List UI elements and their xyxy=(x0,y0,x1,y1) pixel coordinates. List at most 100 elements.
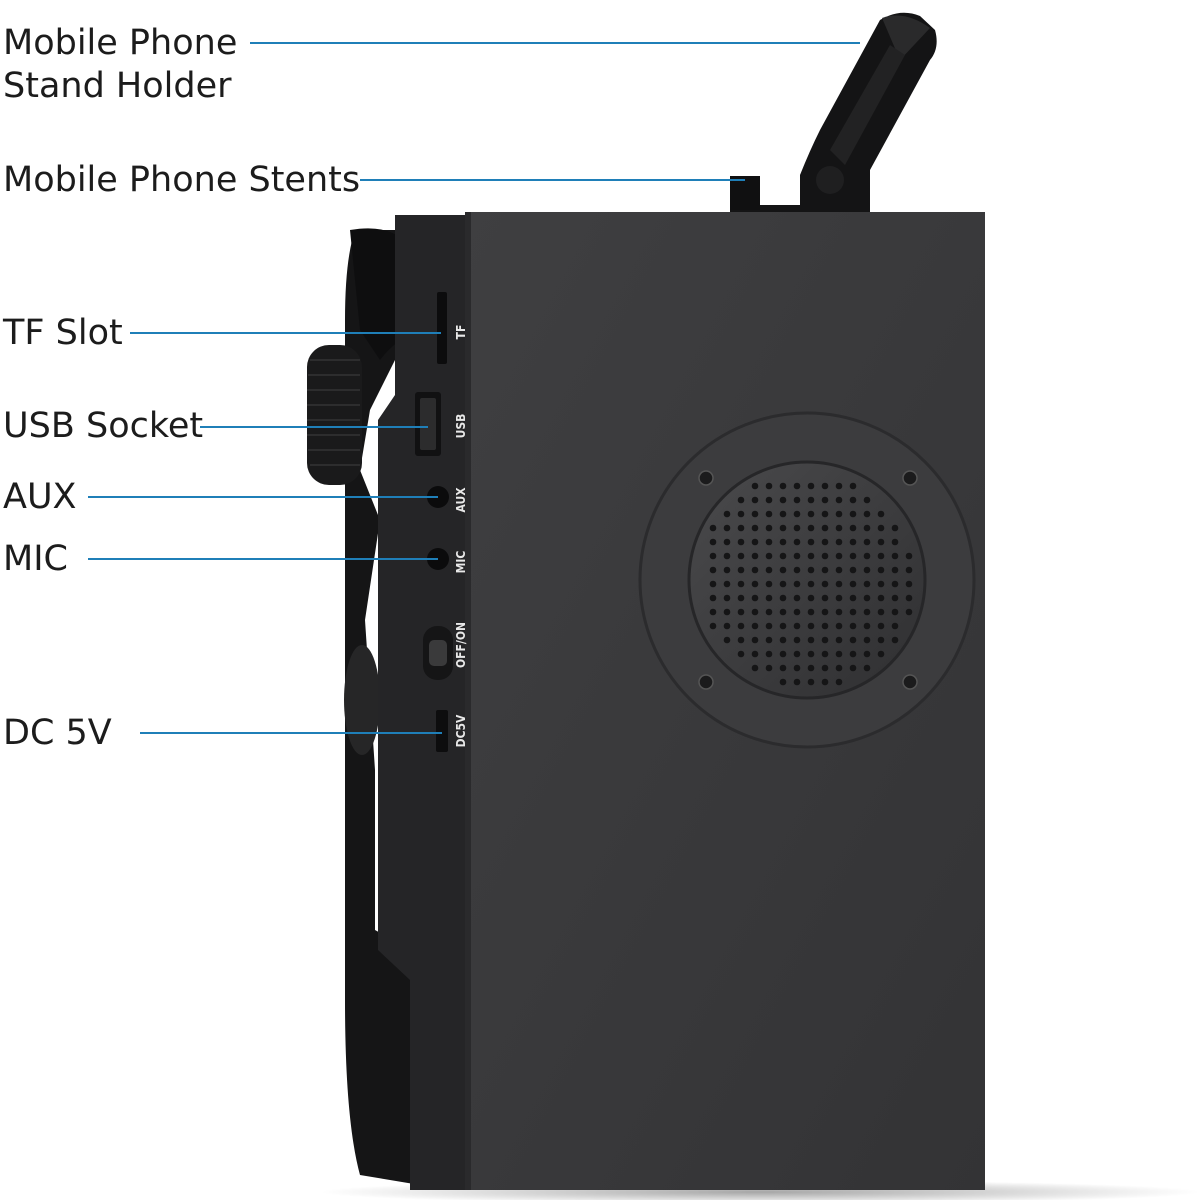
grille-hole xyxy=(779,482,787,490)
grille-hole xyxy=(765,538,773,546)
grille-hole xyxy=(807,538,815,546)
grille-hole xyxy=(863,622,871,630)
grille-hole xyxy=(779,538,787,546)
grille-hole xyxy=(709,580,717,588)
grille-hole xyxy=(751,608,759,616)
grille-hole xyxy=(765,650,773,658)
grille-hole xyxy=(877,594,885,602)
grille-hole xyxy=(807,510,815,518)
aux-marking: AUX xyxy=(454,487,468,513)
grille-hole xyxy=(891,524,899,532)
grille-hole xyxy=(835,524,843,532)
grille-hole xyxy=(891,608,899,616)
grille-hole xyxy=(751,524,759,532)
grille-hole xyxy=(779,608,787,616)
grille-hole xyxy=(765,524,773,532)
grille-hole xyxy=(751,650,759,658)
grille-hole xyxy=(793,496,801,504)
grille-hole xyxy=(807,636,815,644)
grille-hole xyxy=(737,622,745,630)
mount-screws xyxy=(698,470,918,690)
grille-hole xyxy=(863,650,871,658)
grille-holes xyxy=(709,482,913,686)
grille-hole xyxy=(765,622,773,630)
grille-hole xyxy=(751,664,759,672)
grille-hole xyxy=(751,580,759,588)
grille-hole xyxy=(863,552,871,560)
grille-hole xyxy=(793,678,801,686)
grille-hole xyxy=(891,622,899,630)
grille-hole xyxy=(737,608,745,616)
grille-hole xyxy=(863,524,871,532)
grille-hole xyxy=(877,580,885,588)
grille-hole xyxy=(849,580,857,588)
grille-hole xyxy=(821,622,829,630)
side-shell xyxy=(345,230,430,1185)
grille-hole xyxy=(751,496,759,504)
grille-hole xyxy=(793,580,801,588)
tf-slot xyxy=(437,292,447,364)
grille-hole xyxy=(849,636,857,644)
port-panel xyxy=(378,215,480,1190)
grille-hole xyxy=(835,566,843,574)
grille-hole xyxy=(709,524,717,532)
dc-port xyxy=(436,710,448,752)
grille-hole xyxy=(877,510,885,518)
grille-hole xyxy=(807,566,815,574)
grille-hole xyxy=(821,664,829,672)
grille-hole xyxy=(779,622,787,630)
grille-hole xyxy=(765,496,773,504)
grille-hole xyxy=(751,510,759,518)
grille-hole xyxy=(793,650,801,658)
grille-hole xyxy=(891,636,899,644)
grille-hole xyxy=(877,636,885,644)
grille-hole xyxy=(723,594,731,602)
grille-hole xyxy=(723,524,731,532)
grille-hole xyxy=(793,566,801,574)
grille-hole xyxy=(821,552,829,560)
grille-hole xyxy=(891,538,899,546)
grille-hole xyxy=(891,580,899,588)
grille-hole xyxy=(821,482,829,490)
grille-hole xyxy=(737,496,745,504)
grille-hole xyxy=(779,678,787,686)
grille-hole xyxy=(835,552,843,560)
grille-hole xyxy=(835,510,843,518)
grille-hole xyxy=(793,482,801,490)
grille-hole xyxy=(709,594,717,602)
grille-hole xyxy=(835,496,843,504)
grille-hole xyxy=(821,594,829,602)
grille-hole xyxy=(779,580,787,588)
mic-marking: MIC xyxy=(454,551,468,574)
grille-hole xyxy=(863,594,871,602)
grille-hole xyxy=(793,538,801,546)
label-stand-holder-line2: Stand Holder xyxy=(3,66,232,106)
grille-hole xyxy=(779,664,787,672)
grille-hole xyxy=(751,552,759,560)
grille-hole xyxy=(751,594,759,602)
grille-hole xyxy=(807,552,815,560)
grille-hole xyxy=(863,566,871,574)
grille-hole xyxy=(835,594,843,602)
label-tf-slot: TF Slot xyxy=(3,313,123,353)
grille-hole xyxy=(751,538,759,546)
grille-hole xyxy=(849,566,857,574)
grille-hole xyxy=(877,608,885,616)
grille-hole xyxy=(807,608,815,616)
grille-hole xyxy=(779,566,787,574)
label-dc: DC 5V xyxy=(3,713,112,753)
grille-hole xyxy=(723,552,731,560)
grille-hole xyxy=(821,496,829,504)
grille-hole xyxy=(793,664,801,672)
grille-hole xyxy=(821,524,829,532)
grille-hole xyxy=(877,538,885,546)
grille-hole xyxy=(765,580,773,588)
grille-hole xyxy=(821,608,829,616)
grille-hole xyxy=(807,678,815,686)
label-aux: AUX xyxy=(3,477,77,517)
grille-hole xyxy=(877,650,885,658)
grille-hole xyxy=(863,538,871,546)
dc-marking: DC5V xyxy=(454,714,468,747)
grille-hole xyxy=(821,566,829,574)
